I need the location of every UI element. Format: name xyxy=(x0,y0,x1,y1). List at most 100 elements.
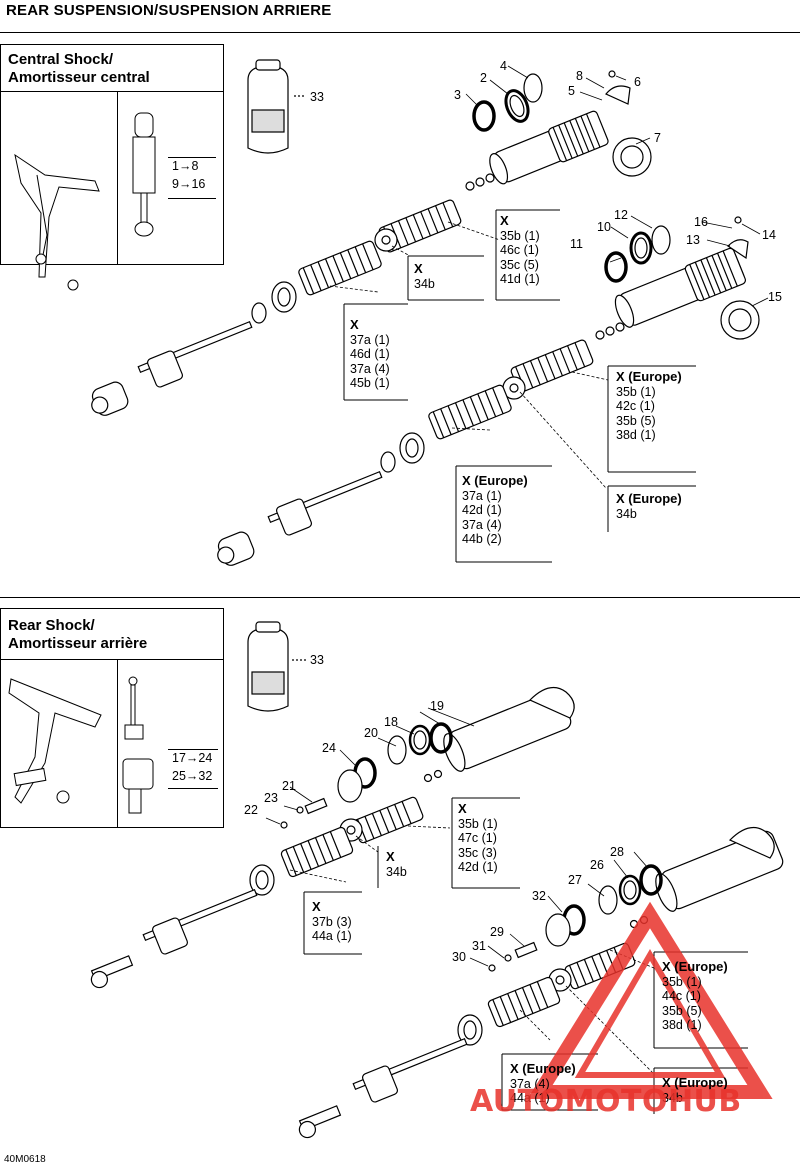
central-shock-europe-icon xyxy=(217,216,760,566)
callout-22: 22 xyxy=(244,803,258,817)
kit-line: 46c (1) xyxy=(500,243,539,257)
rear-shock-mini-icon xyxy=(122,676,154,814)
central-shock-standard-icon xyxy=(91,70,652,416)
rear-linkage-icon xyxy=(8,678,102,804)
kit-line: 44c (1) xyxy=(662,989,701,1003)
kit-rear-standard-piston: X 34b xyxy=(386,849,407,879)
kit-title: X xyxy=(414,261,423,276)
kit-line: 41d (1) xyxy=(500,272,540,286)
leader-lines xyxy=(265,65,769,1075)
callout-7: 7 xyxy=(654,131,661,145)
central-linkage-icon xyxy=(14,153,100,291)
rear-shock-inset: Rear Shock/ Amortisseur arrière 17→24 25… xyxy=(0,608,224,828)
callout-33-rear: 33 xyxy=(310,653,324,667)
watermark-logo-icon xyxy=(527,901,773,1099)
callout-18: 18 xyxy=(384,715,398,729)
kit-rear-europe-piston: X (Europe) 34b xyxy=(662,1075,728,1105)
kit-rear-europe-spring: X (Europe) 35b (1) 44c (1) 35b (5) 38d (… xyxy=(662,959,728,1033)
kit-line: 35c (3) xyxy=(458,845,497,860)
kit-line: 34b xyxy=(386,864,407,879)
callout-10: 10 xyxy=(597,220,611,234)
kit-title: X (Europe) xyxy=(462,473,528,488)
kit-title: X (Europe) xyxy=(616,369,682,384)
callout-21: 21 xyxy=(282,779,296,793)
kit-line: 34b xyxy=(662,1090,683,1105)
kit-central-europe-main: X (Europe) 37a (1) 42d (1) 37a (4) 44b (… xyxy=(462,473,528,547)
kit-line: 35b (1) xyxy=(616,384,656,399)
kit-line: 37a (1) xyxy=(350,332,390,347)
callout-8: 8 xyxy=(576,69,583,83)
rear-range-1: 17→24 xyxy=(172,751,213,765)
kit-line: 37a (4) xyxy=(462,517,502,532)
callout-31: 31 xyxy=(472,939,486,953)
kit-central-standard-spring: X 35b (1) 46c (1) 35c (5) 41d (1) xyxy=(500,213,540,287)
kit-line: 44b (2) xyxy=(462,532,502,546)
watermark-text: AUTOMOTOHUB xyxy=(470,1084,742,1119)
page-title: REAR SUSPENSION/SUSPENSION ARRIERE xyxy=(6,2,332,19)
callout-23: 23 xyxy=(264,791,278,805)
kit-line: 34b xyxy=(414,276,435,291)
kit-rear-europe-main: X (Europe) 37a (4) 44a (1) xyxy=(510,1061,576,1106)
kit-title: X xyxy=(350,317,359,332)
callout-12: 12 xyxy=(614,208,628,222)
kit-line: 37a (4) xyxy=(350,361,390,376)
kit-line: 47c (1) xyxy=(458,831,497,845)
kit-line: 42c (1) xyxy=(616,399,655,413)
kit-line: 35c (5) xyxy=(500,257,539,272)
central-shock-inset: Central Shock/ Amortisseur central 1→8 9… xyxy=(0,44,224,291)
kit-line: 44a (1) xyxy=(510,1091,550,1105)
callout-29: 29 xyxy=(490,925,504,939)
rear-inset-title-2: Amortisseur arrière xyxy=(8,635,148,652)
callout-33: 33 xyxy=(310,90,324,104)
kit-line: 35b (1) xyxy=(662,974,702,989)
kit-line: 35b (1) xyxy=(500,228,540,243)
kit-line: 35b (5) xyxy=(616,413,656,428)
callout-13: 13 xyxy=(686,233,700,247)
central-inset-title-1: Central Shock/ xyxy=(8,51,114,68)
kit-line: 37a (1) xyxy=(462,488,502,503)
kit-line: 42d (1) xyxy=(458,860,498,874)
kit-line: 35b (1) xyxy=(458,816,498,831)
kit-line: 37b (3) xyxy=(312,914,352,929)
kit-central-europe-spring: X (Europe) 35b (1) 42c (1) 35b (5) 38d (… xyxy=(616,369,682,443)
oil-can-rear-icon xyxy=(247,621,306,712)
kit-line: 37a (4) xyxy=(510,1076,550,1091)
kit-title: X (Europe) xyxy=(616,491,682,506)
rear-range-2: 25→32 xyxy=(172,769,213,783)
central-range-2: 9→16 xyxy=(172,177,206,191)
kit-central-standard-piston: X 34b xyxy=(414,261,435,291)
central-shock-mini-icon xyxy=(132,112,156,237)
callout-19: 19 xyxy=(430,699,444,713)
central-range-1: 1→8 xyxy=(172,159,199,173)
callout-20: 20 xyxy=(364,726,378,740)
callout-5: 5 xyxy=(568,84,575,98)
callout-6: 6 xyxy=(634,75,641,89)
callout-24: 24 xyxy=(322,741,336,755)
rear-inset-title-1: Rear Shock/ xyxy=(8,617,95,634)
kit-central-europe-piston: X (Europe) 34b xyxy=(616,491,682,521)
kit-line: 44a (1) xyxy=(312,929,352,943)
callout-15: 15 xyxy=(768,290,782,304)
callout-16: 16 xyxy=(694,215,708,229)
callout-30: 30 xyxy=(452,950,466,964)
kit-line: 42d (1) xyxy=(462,503,502,517)
kit-title: X (Europe) xyxy=(662,1075,728,1090)
section-divider xyxy=(0,597,800,598)
rear-shock-standard-icon xyxy=(90,686,575,989)
oil-can-icon xyxy=(247,59,306,154)
kit-title: X xyxy=(458,801,467,816)
figure-code: 40M0618 xyxy=(4,1154,46,1165)
callout-3: 3 xyxy=(454,88,461,102)
kit-title: X xyxy=(500,213,509,228)
kit-rear-standard-spring: X 35b (1) 47c (1) 35c (3) 42d (1) xyxy=(458,801,498,875)
kit-central-standard-main: X 37a (1) 46d (1) 37a (4) 45b (1) xyxy=(350,317,390,391)
kit-line: 38d (1) xyxy=(616,428,656,442)
rear-shock-europe-icon xyxy=(298,826,784,1139)
kit-title: X xyxy=(312,899,321,914)
kit-line: 38d (1) xyxy=(662,1018,702,1032)
central-inset-title-2: Amortisseur central xyxy=(8,69,150,86)
callout-26: 26 xyxy=(590,858,604,872)
kit-title: X (Europe) xyxy=(662,959,728,974)
kit-line: 45b (1) xyxy=(350,376,390,390)
